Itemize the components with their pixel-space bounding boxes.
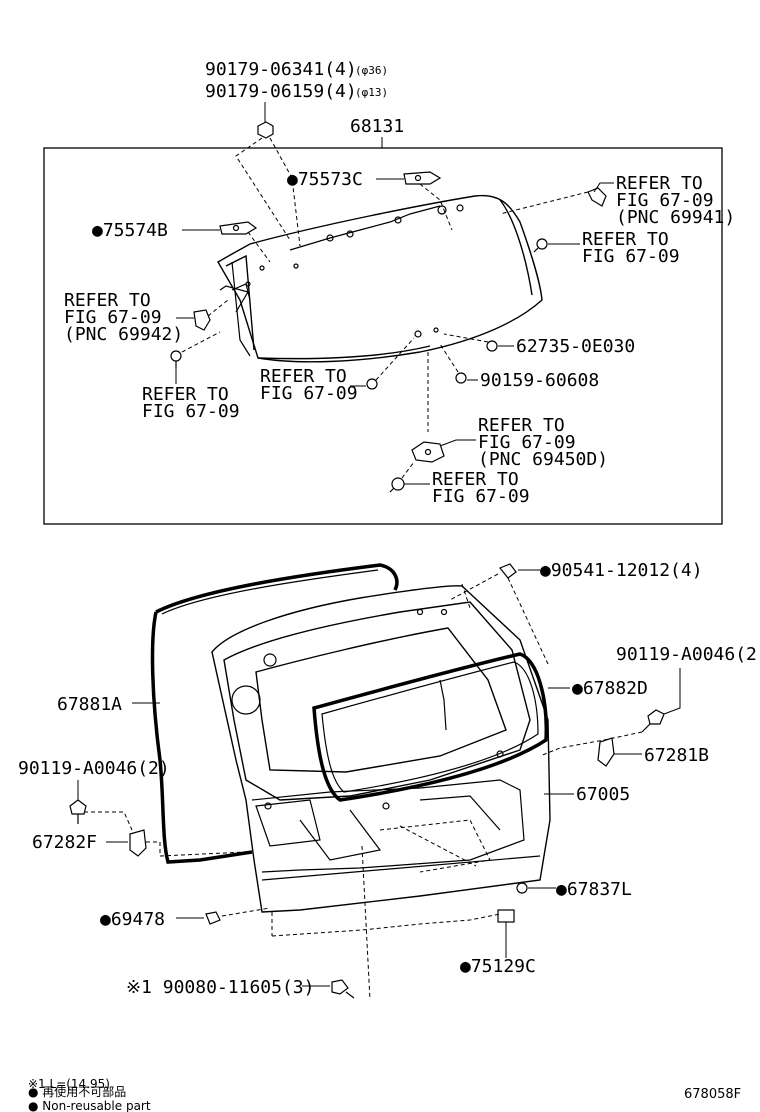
weatherstrip-67881A (150, 563, 399, 864)
label-ref-c-l1: REFER TO (260, 366, 347, 387)
dash-ref-d (401, 461, 415, 479)
label-ref-69941-l1: REFER TO (616, 173, 703, 194)
label-bolt-90179-06341: 90179-06341(4) (205, 59, 357, 80)
dash-ref-b (181, 331, 221, 353)
label-ref-69942-l1: REFER TO (64, 290, 151, 311)
leader-ref-69941 (593, 182, 614, 193)
label-ref-69941-l2: FIG 67-09 (616, 190, 714, 211)
label-ref-69942-l2: FIG 67-09 (64, 307, 162, 328)
screw-ref-c-icon (366, 378, 378, 390)
dash-90541-a (449, 573, 499, 601)
dash-62735 (443, 333, 489, 343)
cap-62735-icon (486, 340, 498, 352)
label-ref-69941-l3: (PNC 69941) (616, 207, 735, 228)
dash-69478 (221, 907, 271, 917)
leader-90119-right (663, 668, 681, 715)
dash-90119-left (84, 811, 133, 831)
label-67837L: ●67837L (556, 879, 632, 900)
dash-90080 (361, 845, 371, 1001)
label-ref-69942-l3: (PNC 69942) (64, 324, 183, 345)
label-90119-right: 90119-A0046(2) (616, 644, 760, 665)
bolt-90119-left-icon (69, 799, 87, 824)
dash-emblem-area (379, 819, 491, 873)
dash-bolt-right (269, 137, 301, 247)
label-ref-a-l1: REFER TO (582, 229, 669, 250)
dash-75573C (419, 183, 453, 231)
dash-90119-right (539, 731, 643, 757)
dash-bolt-left (235, 137, 291, 241)
label-ref-d-l2: FIG 67-09 (432, 486, 530, 507)
label-75129C: ●75129C (460, 956, 536, 977)
legend-line3: ● Non-reusable part (28, 1099, 151, 1112)
dash-ref-69942 (207, 299, 229, 317)
dash-67282F (146, 841, 247, 857)
dash-90541-b (507, 577, 549, 665)
dash-75574B (247, 231, 271, 263)
label-75574B: ●75574B (92, 220, 168, 241)
label-62735: 62735-0E030 (516, 336, 635, 357)
label-75573C: ●75573C (287, 169, 363, 190)
dash-ref-69941 (499, 191, 589, 215)
diagram-id: 678058F (684, 1087, 741, 1102)
label-ref-c-l2: FIG 67-09 (260, 383, 358, 404)
dash-lower-line (271, 913, 501, 937)
dash-top-clip (461, 583, 471, 609)
screw-90159-icon (455, 372, 467, 384)
label-69478: ●69478 (100, 909, 165, 930)
legend-line2: ● 再使用不可部品 (28, 1084, 126, 1099)
label-90541: ●90541-12012(4) (540, 560, 703, 581)
hinge-69450D-icon (411, 441, 445, 463)
screw-ref-b-icon (170, 350, 182, 368)
screw-ref-d-icon (389, 477, 405, 493)
label-67882D: ●67882D (572, 678, 648, 699)
weatherstrip-67882D (312, 652, 549, 802)
bracket-75573C (403, 171, 442, 185)
back-door-glass (217, 194, 543, 363)
nut-icon (257, 121, 274, 139)
cushion-67837L-icon (516, 882, 528, 894)
legend-line1: ※1 L=(14.95) (28, 1077, 110, 1091)
label-ref-69450D-l1: REFER TO (478, 415, 565, 436)
label-90080: ※1 90080-11605(3) (126, 977, 314, 998)
plug-69478-icon (205, 911, 221, 925)
clip-69942-icon (193, 309, 211, 331)
label-90119-left: 90119-A0046(2) (18, 758, 170, 779)
label-ref-69450D-l2: FIG 67-09 (478, 432, 576, 453)
stud-center-icon (414, 330, 422, 338)
dash-emblem-diag (399, 825, 477, 867)
label-90159: 90159-60608 (480, 370, 599, 391)
label-67282F: 67282F (32, 832, 97, 853)
hinge-67281B-icon (597, 737, 615, 767)
screw-ref-a-icon (533, 238, 548, 253)
screw-90080-icon (331, 979, 355, 999)
leader-69450D (439, 439, 476, 447)
back-door-panel-67005 (211, 585, 551, 913)
clip-90541-icon (499, 563, 517, 579)
bolt-90119-right-icon (641, 709, 665, 733)
label-ref-69450D-l3: (PNC 69450D) (478, 449, 608, 470)
label-ref-a-l2: FIG 67-09 (582, 246, 680, 267)
label-ref-d-l1: REFER TO (432, 469, 519, 490)
bracket-75574B (219, 221, 258, 235)
label-67005: 67005 (576, 784, 630, 805)
label-ref-b-l1: REFER TO (142, 384, 229, 405)
glass-assembly-box (43, 147, 723, 525)
clip-69941-icon (587, 187, 607, 207)
label-67281B: 67281B (644, 745, 709, 766)
label-67881A: 67881A (57, 694, 122, 715)
hinge-67282F-icon (129, 829, 147, 857)
label-bolt-note-36: (φ36) (355, 64, 388, 77)
label-ref-b-l2: FIG 67-09 (142, 401, 240, 422)
label-68131: 68131 (350, 116, 404, 137)
dash-90159 (439, 343, 459, 373)
plate-75129C-icon (497, 909, 515, 923)
dash-ref-c (375, 337, 415, 381)
label-bolt-90179-06159: 90179-06159(4) (205, 81, 357, 102)
label-bolt-note-13: (φ13) (355, 86, 388, 99)
